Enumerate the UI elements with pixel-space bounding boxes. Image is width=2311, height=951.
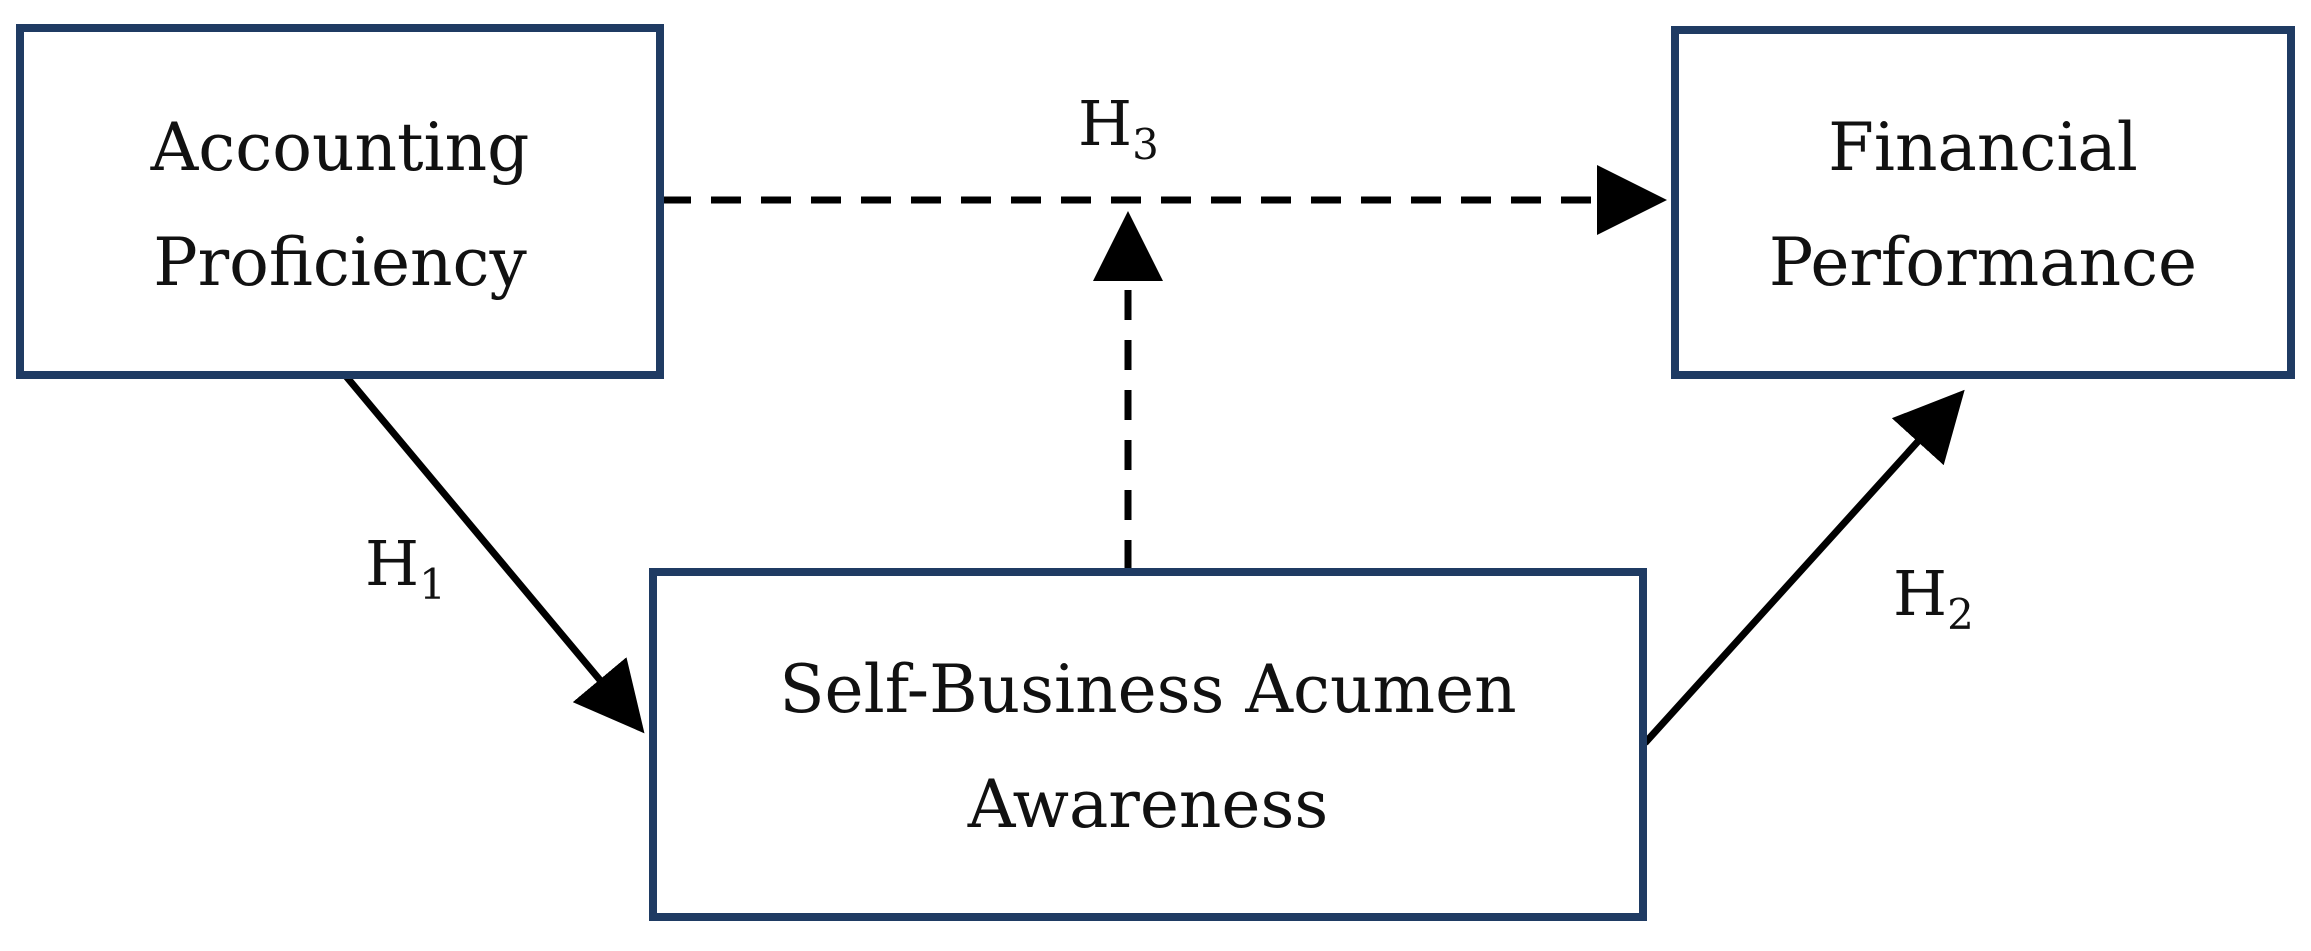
node-label-line1: Self-Business Acumen (779, 651, 1516, 728)
node-financial-performance: Financial Performance (1671, 26, 2295, 379)
node-label-line1: Accounting (150, 109, 530, 186)
edge-h1-arrow (342, 372, 645, 734)
node-label-line1: Financial (1828, 109, 2138, 186)
node-label-line2: Proficiency (153, 224, 527, 301)
hypothesis-h2-label: H2 (1893, 557, 1974, 639)
node-box (649, 568, 1647, 921)
node-accounting-proficiency: Accounting Proficiency (16, 24, 664, 379)
node-self-business-acumen-awareness: Self-Business Acumen Awareness (649, 568, 1647, 921)
hypothesis-h1-label: H1 (365, 527, 446, 609)
node-box (16, 24, 664, 379)
node-label-line2: Awareness (967, 766, 1328, 843)
node-box (1671, 26, 2295, 379)
edge-h2-arrow (1642, 389, 1965, 746)
node-label-line2: Performance (1769, 224, 2197, 301)
hypothesis-h3-label: H3 (1078, 87, 1159, 169)
